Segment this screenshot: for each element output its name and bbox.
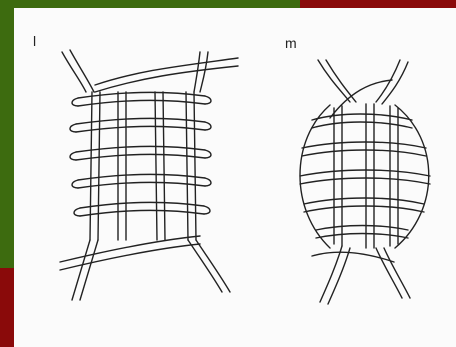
lashing-l-drawing (60, 50, 238, 300)
lashing-m-drawing (300, 60, 430, 304)
